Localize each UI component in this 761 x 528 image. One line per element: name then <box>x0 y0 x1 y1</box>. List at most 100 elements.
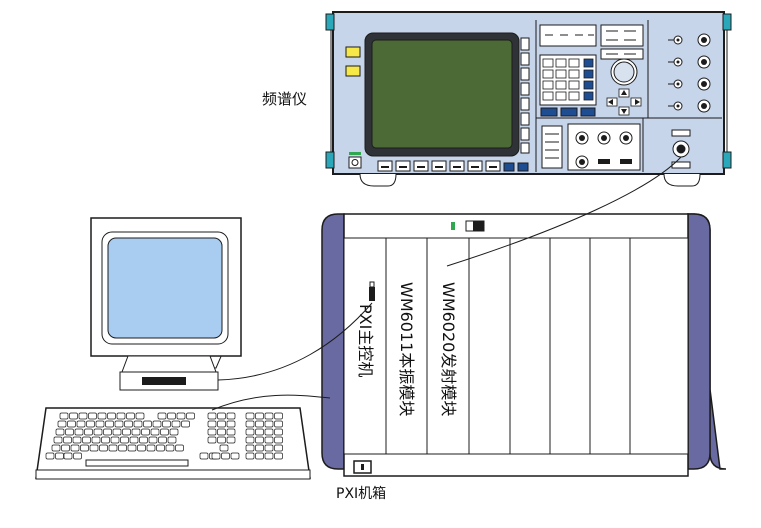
keyboard-key <box>63 436 72 444</box>
pxi-chassis-label: PXI机箱 <box>336 486 386 502</box>
keyboard-key <box>141 428 150 436</box>
keyboard-key <box>95 420 105 428</box>
keyboard-key <box>97 412 107 420</box>
keyboard-key <box>274 436 283 444</box>
keyboard-key <box>67 420 76 428</box>
keyboard-key <box>103 428 112 436</box>
keyboard-key <box>112 428 122 436</box>
keyboard-key <box>221 452 230 460</box>
keyboard-key <box>264 436 274 444</box>
keyboard-key <box>245 412 255 420</box>
keyboard-key <box>45 452 55 460</box>
keyboard-key <box>245 452 255 460</box>
keyboard-key <box>70 444 80 452</box>
keyboard-key <box>107 412 116 420</box>
keyboard-key <box>152 420 162 428</box>
keyboard-key <box>57 420 67 428</box>
keyboard-key <box>120 436 129 444</box>
keyboard-key <box>124 420 133 428</box>
keyboard <box>35 407 311 480</box>
keyboard-key <box>105 420 114 428</box>
keyboard-key <box>219 444 229 452</box>
tx-module-label: WM6020发射模块 <box>439 282 458 416</box>
keyboard-key <box>65 428 74 436</box>
keyboard-key <box>160 428 169 436</box>
keyboard-key <box>167 436 177 444</box>
keyboard-key <box>211 452 221 460</box>
keyboard-key <box>108 444 118 452</box>
keyboard-key <box>274 444 283 452</box>
keyboard-key <box>226 436 236 444</box>
keyboard-key <box>84 428 93 436</box>
keyboard-key <box>91 436 101 444</box>
keyboard-key <box>255 412 264 420</box>
keyboard-key <box>51 444 61 452</box>
keyboard-key <box>171 420 181 428</box>
keyboard-key <box>207 420 217 428</box>
keyboard-key <box>74 428 84 436</box>
keyboard-key <box>207 428 217 436</box>
keyboard-key <box>199 452 209 460</box>
keyboard-key <box>186 412 195 420</box>
keyboard-key <box>217 420 226 428</box>
keyboard-key <box>148 436 158 444</box>
keyboard-key <box>63 452 73 460</box>
keyboard-key <box>226 420 236 428</box>
keyboard-key <box>88 412 97 420</box>
keyboard-key <box>53 436 63 444</box>
keyboard-key <box>146 444 156 452</box>
keyboard-key <box>274 412 283 420</box>
keyboard-key <box>175 444 184 452</box>
keyboard-key <box>255 436 264 444</box>
keyboard-key <box>245 420 255 428</box>
keyboard-key <box>217 412 226 420</box>
keyboard-key <box>101 436 110 444</box>
keyboard-key <box>135 412 145 420</box>
keyboard-key <box>59 412 69 420</box>
keyboard-key <box>150 428 160 436</box>
keyboard-key <box>226 428 236 436</box>
keyboard-key <box>176 412 186 420</box>
keyboard-key <box>110 436 120 444</box>
cables <box>211 156 682 411</box>
keyboard-key <box>80 444 89 452</box>
pxi-chassis <box>321 213 727 477</box>
keyboard-key <box>93 428 103 436</box>
keyboard-key <box>143 420 152 428</box>
keyboard-key <box>162 420 171 428</box>
keyboard-key <box>207 436 217 444</box>
keyboard-key <box>245 428 255 436</box>
keyboard-key <box>167 412 176 420</box>
keyboard-key <box>255 444 264 452</box>
keyboard-key <box>255 420 264 428</box>
keyboard-key <box>158 436 167 444</box>
keyboard-key <box>255 428 264 436</box>
keyboard-key <box>217 436 226 444</box>
keyboard-key <box>76 420 86 428</box>
keyboard-key <box>255 452 264 460</box>
spectrum-analyzer-label: 频谱仪 <box>262 90 307 108</box>
keyboard-key <box>69 412 78 420</box>
keyboard-key <box>264 452 274 460</box>
keyboard-key <box>131 428 141 436</box>
keyboard-key <box>55 452 64 460</box>
keyboard-key <box>73 452 82 460</box>
keyboard-key <box>122 428 131 436</box>
keyboard-key <box>127 444 137 452</box>
keyboard-key <box>274 452 283 460</box>
keyboard-key <box>99 444 108 452</box>
lo-module-label: WM6011本振模块 <box>397 282 416 416</box>
keyboard-key <box>264 428 274 436</box>
keyboard-key <box>133 420 143 428</box>
keyboard-key <box>118 444 127 452</box>
keyboard-key <box>86 420 95 428</box>
keyboard-key <box>82 436 91 444</box>
keyboard-key <box>274 428 283 436</box>
keyboard-key <box>116 412 126 420</box>
keyboard-key <box>126 412 135 420</box>
computer-monitor <box>90 217 242 391</box>
keyboard-key <box>226 412 236 420</box>
keyboard-key <box>264 412 274 420</box>
keyboard-key <box>181 420 190 428</box>
